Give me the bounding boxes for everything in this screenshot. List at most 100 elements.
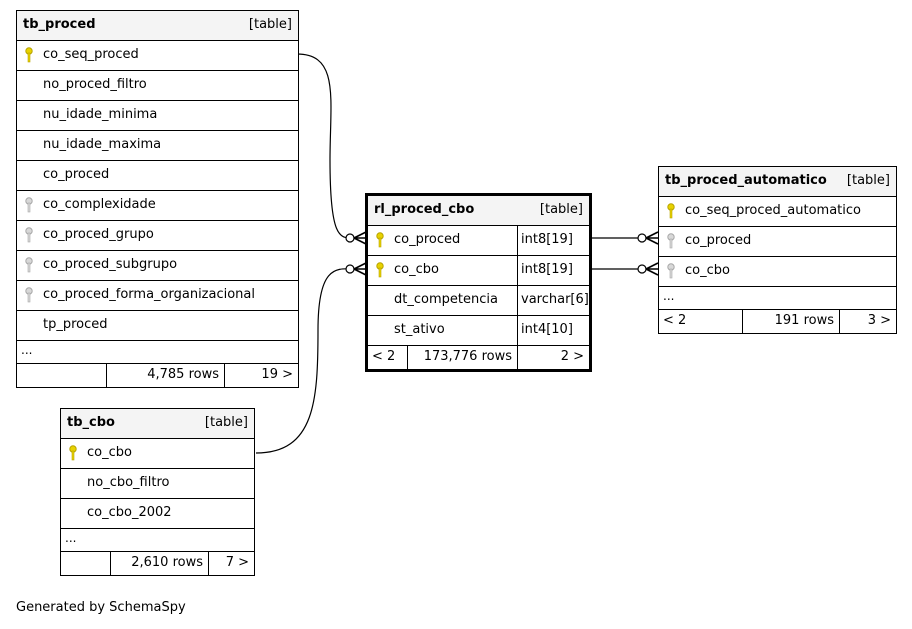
parent-count-link[interactable]: < 2 (372, 349, 396, 364)
column-row[interactable]: dt_competencia varchar[6] (368, 286, 589, 316)
relation-cbo-to-rl (255, 268, 353, 454)
row-count: 2,610 rows (110, 552, 208, 575)
column-row[interactable]: no_proced_filtro (17, 71, 298, 101)
zero-marker (345, 264, 355, 274)
column-row[interactable]: nu_idade_minima (17, 101, 298, 131)
foreign-key-icon (24, 227, 34, 247)
table-name: tb_proced (23, 17, 96, 32)
crowfoot-marker (353, 231, 367, 245)
table-header: tb_cbo [table] (61, 409, 254, 439)
zero-marker (637, 264, 647, 274)
column-name: co_seq_proced_automatico (685, 203, 861, 218)
column-row[interactable]: st_ativo int4[10] (368, 316, 589, 346)
more-columns: ... (17, 341, 298, 364)
more-columns: ... (659, 287, 896, 310)
table-footer: < 2 173,776 rows 2 > (368, 346, 589, 369)
primary-key-icon (68, 445, 78, 465)
primary-key-icon (375, 232, 385, 252)
column-name: no_cbo_filtro (87, 475, 170, 490)
parent-count-link[interactable]: < 2 (663, 313, 687, 328)
column-type: varchar[6] (517, 286, 589, 315)
column-row[interactable]: co_proced_forma_organizacional (17, 281, 298, 311)
more-columns: ... (61, 529, 254, 552)
column-name: co_proced_grupo (43, 227, 154, 242)
column-row[interactable]: co_cbo (61, 439, 254, 469)
column-row[interactable]: tp_proced (17, 311, 298, 341)
column-name: co_proced (394, 232, 461, 247)
table-footer: 4,785 rows 19 > (17, 364, 298, 387)
crowfoot-marker (353, 262, 367, 276)
column-row[interactable]: co_seq_proced (17, 41, 298, 71)
column-name: nu_idade_minima (43, 107, 158, 122)
child-count-link[interactable]: 3 > (839, 310, 896, 333)
column-name: co_cbo (394, 262, 439, 277)
child-count-link[interactable]: 2 > (517, 346, 589, 369)
column-row[interactable]: nu_idade_maxima (17, 131, 298, 161)
column-name: co_proced_subgrupo (43, 257, 178, 272)
column-row[interactable]: co_proced (17, 161, 298, 191)
column-name: co_complexidade (43, 197, 156, 212)
generator-credit: Generated by SchemaSpy (16, 600, 186, 615)
column-name: co_seq_proced (43, 47, 139, 62)
column-name: co_proced (43, 167, 110, 182)
column-row[interactable]: co_cbo int8[19] (368, 256, 589, 286)
column-name: st_ativo (394, 322, 445, 337)
table-kind: [table] (204, 415, 248, 430)
primary-key-icon (666, 203, 676, 223)
crowfoot-marker (645, 231, 659, 245)
column-row[interactable]: co_cbo_2002 (61, 499, 254, 529)
table-name: tb_cbo (67, 415, 115, 430)
foreign-key-icon (24, 197, 34, 217)
column-name: tp_proced (43, 317, 108, 332)
table-kind: [table] (248, 17, 292, 32)
column-name: co_cbo (685, 263, 730, 278)
table-header: rl_proced_cbo [table] (368, 196, 589, 226)
column-row[interactable]: co_proced_subgrupo (17, 251, 298, 281)
column-name: co_cbo_2002 (87, 505, 172, 520)
table-name: tb_proced_automatico (665, 173, 827, 188)
table-kind: [table] (846, 173, 890, 188)
column-name: co_cbo (87, 445, 132, 460)
column-type: int8[19] (517, 226, 573, 255)
column-row[interactable]: co_cbo (659, 257, 896, 287)
foreign-key-icon (666, 263, 676, 283)
column-name: no_proced_filtro (43, 77, 147, 92)
column-row[interactable]: co_proced (659, 227, 896, 257)
table-kind: [table] (539, 202, 583, 217)
table-header: tb_proced_automatico [table] (659, 167, 896, 197)
foreign-key-icon (666, 233, 676, 253)
column-row[interactable]: co_seq_proced_automatico (659, 197, 896, 227)
zero-marker (637, 233, 647, 243)
column-name: nu_idade_maxima (43, 137, 162, 152)
column-row[interactable]: no_cbo_filtro (61, 469, 254, 499)
primary-key-icon (375, 262, 385, 282)
primary-key-icon (24, 47, 34, 67)
column-row[interactable]: co_proced_grupo (17, 221, 298, 251)
table-header: tb_proced [table] (17, 11, 298, 41)
table-footer: < 2 191 rows 3 > (659, 310, 896, 333)
crowfoot-marker (645, 262, 659, 276)
column-name: co_proced (685, 233, 752, 248)
column-row[interactable]: co_complexidade (17, 191, 298, 221)
table-tb_cbo[interactable]: tb_cbo [table] co_cbo no_cbo_filtro co_c… (60, 408, 255, 576)
foreign-key-icon (24, 257, 34, 277)
row-count: 4,785 rows (106, 364, 224, 387)
relation-proced-to-rl (296, 53, 353, 239)
column-type: int4[10] (517, 316, 573, 345)
zero-marker (345, 233, 355, 243)
row-count: 191 rows (742, 310, 839, 333)
column-type: int8[19] (517, 256, 573, 285)
child-count-link[interactable]: 7 > (208, 552, 254, 575)
table-tb_proced[interactable]: tb_proced [table] co_seq_proced no_proce… (16, 10, 299, 388)
column-row[interactable]: co_proced int8[19] (368, 226, 589, 256)
child-count-link[interactable]: 19 > (224, 364, 298, 387)
column-name: co_proced_forma_organizacional (43, 287, 255, 302)
table-name: rl_proced_cbo (374, 202, 475, 217)
table-tb_proced_automatico[interactable]: tb_proced_automatico [table] co_seq_proc… (658, 166, 897, 334)
foreign-key-icon (24, 287, 34, 307)
column-name: dt_competencia (394, 292, 498, 307)
row-count: 173,776 rows (407, 346, 517, 369)
table-footer: 2,610 rows 7 > (61, 552, 254, 575)
